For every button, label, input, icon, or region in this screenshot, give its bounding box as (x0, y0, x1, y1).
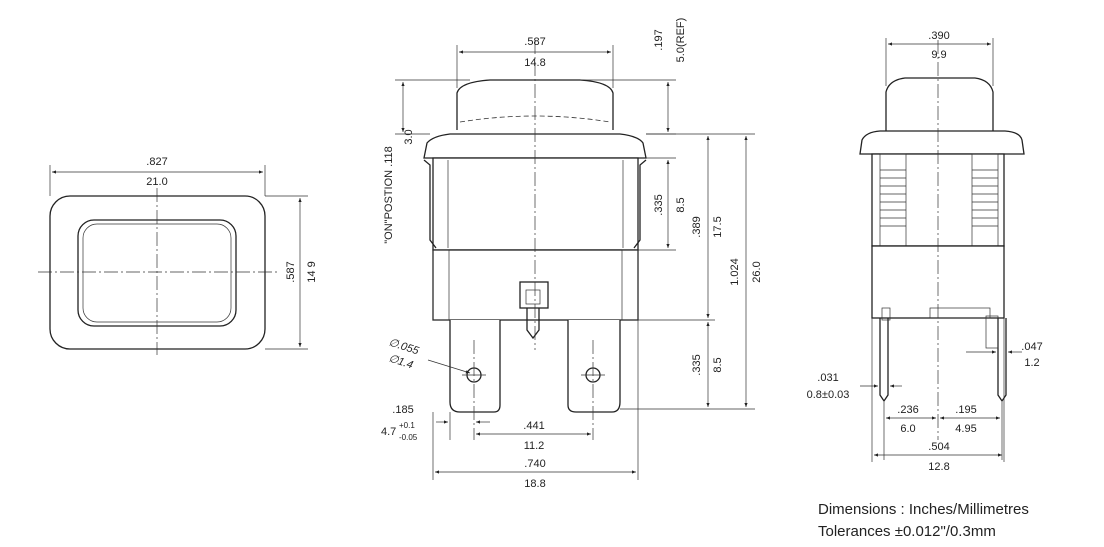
side-ref-mm: 5.0(REF) (675, 18, 687, 63)
side-bezel-mm: 14.8 (524, 57, 545, 69)
end-pin-left-root (881, 307, 891, 321)
side-hole-tol-plus: +0.1 (399, 421, 415, 430)
end-pinw-mm: 0.8±0.03 (807, 389, 850, 401)
side-base-post-right (621, 249, 639, 321)
side-overall-inch: .740 (524, 458, 545, 470)
side-terminal-mm: 8.5 (712, 357, 724, 372)
side-upper-mm: 8.5 (675, 197, 687, 212)
end-view: .390 9.9 .047 1.2 .031 0.8±0.03 .236 6.0… (807, 30, 1043, 473)
end-actuator-cap (885, 77, 994, 132)
side-on-position-mm: 3.0 (403, 129, 415, 144)
side-latch-left (423, 159, 437, 249)
side-hole-offset-mm: 4.7 (381, 426, 396, 438)
side-bezel-inch: .587 (524, 36, 545, 48)
end-bezel-flange (859, 130, 1025, 155)
side-hole-offset-inch: .185 (392, 404, 413, 416)
front-bezel-outline (49, 195, 266, 350)
end-cap-mm: 9.9 (931, 49, 946, 61)
side-hole-leader (427, 359, 471, 374)
side-upper-inch: .335 (653, 194, 665, 215)
side-view: .587 14.8 .197 5.0(REF) "ON"POSTION .118… (381, 18, 763, 490)
side-hole-tol-minus: -0.05 (399, 433, 418, 442)
front-view: .827 21.0 .587 14 9 (38, 156, 318, 355)
end-base-step (929, 307, 991, 319)
end-width-mm: 12.8 (928, 461, 949, 473)
end-pinw-inch: .031 (817, 372, 838, 384)
side-center-contact-inner (525, 289, 541, 305)
end-pos2-mm: 4.95 (955, 423, 976, 435)
side-on-position-label: "ON"POSTION .118 (383, 146, 395, 243)
side-body-mm: 17.5 (712, 216, 724, 237)
side-terminal-left (449, 320, 501, 413)
side-pitch-mm: 11.2 (524, 440, 545, 452)
end-pos2-inch: .195 (955, 404, 976, 416)
end-pos1-mm: 6.0 (900, 423, 915, 435)
end-pinthk-inch: .047 (1021, 341, 1042, 353)
end-pin-right-root (985, 315, 999, 349)
end-pin-right (997, 318, 1007, 403)
front-width-inch: .827 (146, 156, 167, 168)
side-center-pin (526, 308, 540, 340)
tolerances-note: Tolerances ±0.012"/0.3mm (818, 523, 996, 540)
end-cap-inch: .390 (928, 30, 949, 42)
front-width-mm: 21.0 (146, 176, 167, 188)
side-center-contact (519, 281, 549, 309)
dimensions-note: Dimensions : Inches/Millimetres (818, 501, 1029, 518)
front-height-mm: 14 9 (306, 261, 318, 282)
side-pitch-inch: .441 (523, 420, 544, 432)
end-pinthk-mm: 1.2 (1024, 357, 1039, 369)
side-overall-mm: 18.8 (524, 478, 545, 490)
front-height-inch: .587 (285, 261, 297, 282)
side-latch-right (633, 159, 647, 249)
side-base-post-left (432, 249, 450, 321)
side-base (432, 249, 639, 321)
end-width-inch: .504 (928, 441, 949, 453)
side-body-inch: .389 (691, 216, 703, 237)
side-total-mm: 26.0 (751, 261, 763, 282)
side-ref-inch: .197 (653, 29, 665, 50)
end-rib-hatch (880, 169, 998, 227)
side-housing (432, 157, 639, 251)
side-terminal-inch: .335 (691, 354, 703, 375)
end-pos1-inch: .236 (897, 404, 918, 416)
end-pin-left (879, 318, 889, 403)
side-total-inch: 1.024 (729, 258, 741, 286)
side-terminal-right (567, 320, 621, 413)
